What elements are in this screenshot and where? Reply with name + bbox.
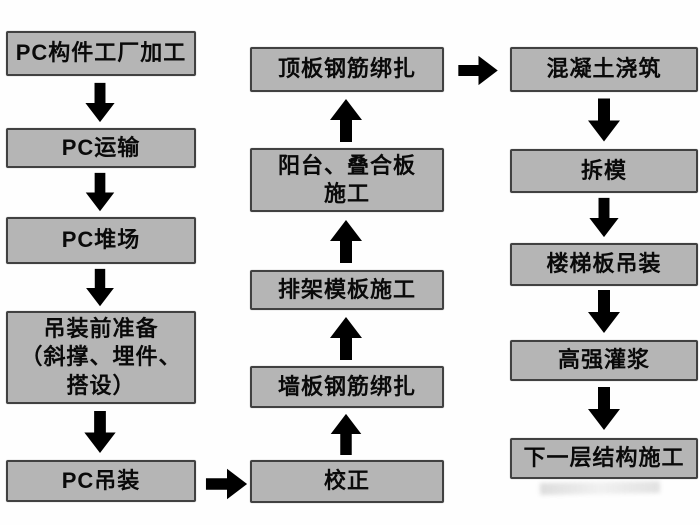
flow-node-label: PC堆场 xyxy=(61,227,141,253)
flow-arrow-right-icon xyxy=(205,466,249,502)
flow-arrow-right-icon xyxy=(456,54,501,87)
flow-arrow-down-icon xyxy=(586,97,622,144)
flow-arrow-down-icon xyxy=(82,268,118,308)
flow-node-stair-slab-hoisting: 楼梯板吊装 xyxy=(510,243,698,286)
flow-node-wall-panel-rebar-binding: 墙板钢筋绑扎 xyxy=(250,366,444,408)
flow-arrow-up-icon xyxy=(328,96,364,144)
flow-arrow-up-icon xyxy=(328,216,364,266)
flow-node-label: 排架模板施工 xyxy=(277,276,416,302)
flow-node-label: 墙板钢筋绑扎 xyxy=(277,373,416,399)
flow-arrow-down-icon xyxy=(586,385,622,433)
flow-node-pc-factory-processing: PC构件工厂加工 xyxy=(6,31,196,76)
flow-node-label: 拆模 xyxy=(580,157,627,183)
flow-node-label: 吊装前准备 （斜撑、埋件、 搭设） xyxy=(20,316,182,398)
watermark-remnant xyxy=(539,480,661,496)
flow-node-balcony-composite-slab-construction: 阳台、叠合板 施工 xyxy=(250,148,444,212)
flow-node-label: 顶板钢筋绑扎 xyxy=(277,56,416,82)
flow-arrow-up-icon xyxy=(328,412,364,456)
flow-node-label: 下一层结构施工 xyxy=(523,445,685,471)
flow-node-label: PC构件工厂加工 xyxy=(15,40,187,66)
flow-node-pre-hoisting-preparation: 吊装前准备 （斜撑、埋件、 搭设） xyxy=(6,311,196,404)
flow-node-label: PC吊装 xyxy=(61,467,141,493)
flow-node-roof-slab-rebar-binding: 顶板钢筋绑扎 xyxy=(250,47,444,92)
flow-arrow-up-icon xyxy=(328,314,364,362)
flow-node-formwork-removal: 拆模 xyxy=(510,149,698,193)
flow-node-high-strength-grouting: 高强灌浆 xyxy=(510,340,698,381)
flow-arrow-down-icon xyxy=(82,172,118,213)
flow-node-correction: 校正 xyxy=(250,460,444,503)
flow-node-label: 楼梯板吊装 xyxy=(546,251,662,277)
flow-node-next-floor-structure-construction: 下一层结构施工 xyxy=(510,438,698,479)
flow-node-bent-formwork-construction: 排架模板施工 xyxy=(250,270,444,310)
flow-arrow-down-icon xyxy=(586,289,622,335)
flow-node-concrete-pouring: 混凝土浇筑 xyxy=(510,47,698,92)
flow-arrow-down-icon xyxy=(586,197,622,239)
flow-arrow-down-icon xyxy=(82,82,118,124)
flow-node-label: 高强灌浆 xyxy=(557,347,650,373)
flow-node-pc-transport: PC运输 xyxy=(6,128,196,168)
flow-node-label: 混凝土浇筑 xyxy=(546,56,662,82)
flow-node-pc-hoisting: PC吊装 xyxy=(6,460,196,502)
flow-node-label: 校正 xyxy=(323,468,370,494)
flow-node-label: PC运输 xyxy=(61,134,141,160)
flow-node-pc-storage-yard: PC堆场 xyxy=(6,217,196,264)
flow-node-label: 阳台、叠合板 施工 xyxy=(277,152,416,206)
flow-arrow-down-icon xyxy=(82,410,118,455)
